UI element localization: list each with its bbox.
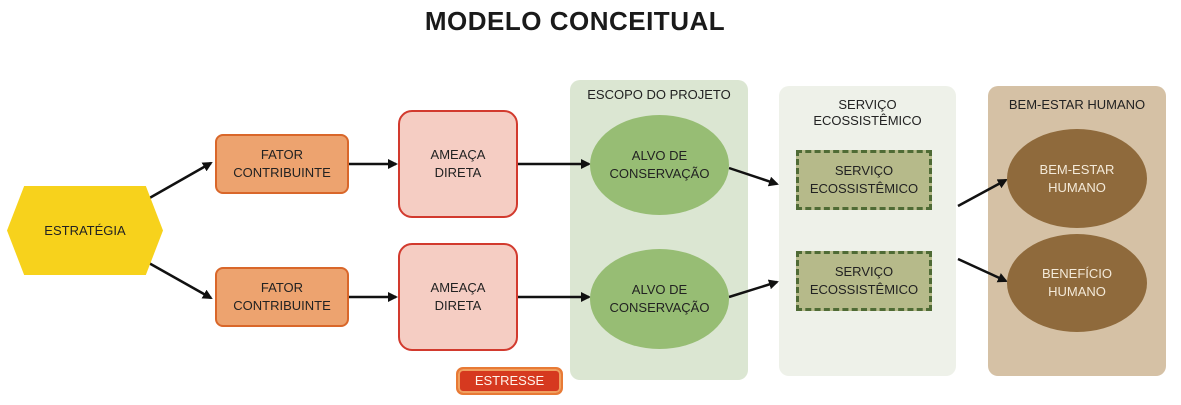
ecosystem-service-panel: SERVIÇO ECOSSISTÊMICO bbox=[779, 86, 956, 376]
arrow-service-to-benefit bbox=[957, 257, 1008, 283]
ecosystem-service-top: SERVIÇO ECOSSISTÊMICO bbox=[796, 150, 932, 210]
stress-label: ESTRESSE bbox=[456, 367, 563, 395]
conservation-target-top: ALVO DE CONSERVAÇÃO bbox=[590, 115, 729, 215]
human-benefit-node: BENEFÍCIO HUMANO bbox=[1007, 234, 1147, 332]
project-scope-title: ESCOPO DO PROJETO bbox=[587, 87, 731, 102]
diagram-title: MODELO CONCEITUAL bbox=[424, 6, 726, 36]
arrow-strategy-to-factor-bottom bbox=[139, 256, 213, 300]
arrow-strategy-to-factor-top bbox=[138, 161, 213, 206]
direct-threat-bottom: AMEAÇA DIRETA bbox=[398, 243, 518, 351]
contributing-factor-top: FATOR CONTRIBUINTE bbox=[215, 134, 349, 194]
ecosystem-service-title: SERVIÇO ECOSSISTÊMICO bbox=[813, 97, 922, 128]
human-wellbeing-node: BEM-ESTAR HUMANO bbox=[1007, 129, 1147, 228]
direct-threat-top: AMEAÇA DIRETA bbox=[398, 110, 518, 218]
strategy-node: ESTRATÉGIA bbox=[7, 186, 163, 275]
human-wellbeing-title: BEM-ESTAR HUMANO bbox=[1008, 97, 1146, 112]
arrow-target-to-service-bottom bbox=[728, 279, 779, 299]
ecosystem-service-bottom: SERVIÇO ECOSSISTÊMICO bbox=[796, 251, 932, 311]
conservation-target-bottom: ALVO DE CONSERVAÇÃO bbox=[590, 249, 729, 349]
arrow-target-to-service-top bbox=[728, 166, 779, 187]
contributing-factor-bottom: FATOR CONTRIBUINTE bbox=[215, 267, 349, 327]
arrow-service-to-wellbeing bbox=[957, 178, 1008, 208]
